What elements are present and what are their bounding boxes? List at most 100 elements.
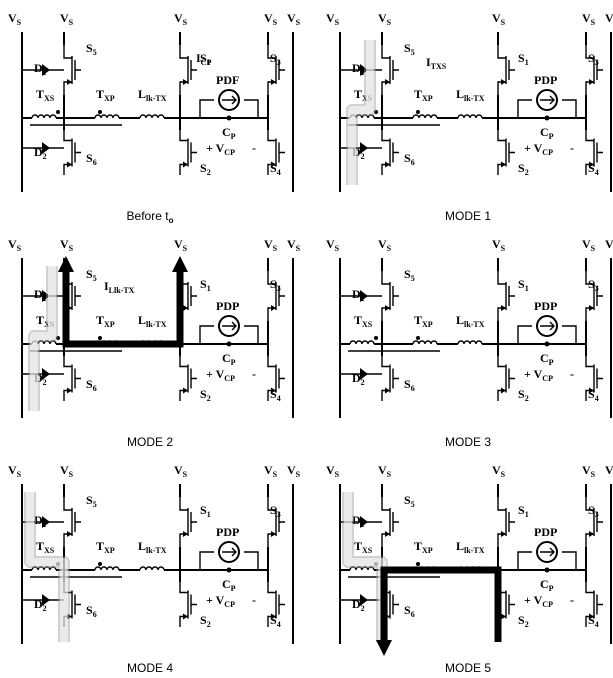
pdp-source bbox=[536, 89, 558, 111]
s3-switch-body bbox=[585, 45, 603, 95]
d1-diode bbox=[360, 516, 368, 528]
s6-switch-arrow bbox=[67, 387, 72, 394]
llk-label: Llk-TX bbox=[456, 539, 485, 555]
d1-label: D1 bbox=[34, 61, 47, 77]
txs-dot bbox=[374, 110, 378, 114]
solid-arrow-down bbox=[376, 640, 392, 656]
txp-dot bbox=[98, 110, 102, 114]
vs-s5-label: VS bbox=[378, 463, 392, 479]
s1-switch-arrow bbox=[183, 305, 188, 311]
llk-label: Llk-TX bbox=[456, 87, 485, 103]
d1-label: D1 bbox=[34, 513, 47, 529]
vs-s3-label: VS bbox=[264, 463, 278, 479]
s5-switch bbox=[381, 271, 399, 321]
txp-inductor bbox=[412, 114, 438, 119]
vcp-label: + VCP bbox=[206, 367, 235, 383]
s3-switch-body bbox=[585, 271, 603, 321]
s3-switch bbox=[585, 271, 603, 321]
s2-switch-body bbox=[179, 356, 197, 401]
vcp-label: + VCP bbox=[206, 593, 235, 609]
s2-switch-arrow bbox=[183, 613, 188, 620]
s2-switch-arrow bbox=[183, 387, 188, 394]
vs-right-label: VS bbox=[605, 463, 613, 479]
s5-switch-body bbox=[381, 497, 399, 547]
vs-left-label: VS bbox=[8, 463, 22, 479]
s2-label: S2 bbox=[518, 161, 529, 177]
s2-switch-arrow bbox=[183, 161, 188, 168]
d1-diode bbox=[42, 64, 50, 76]
txs-inductor bbox=[31, 114, 57, 119]
vcp-minus-label: - bbox=[570, 593, 574, 607]
vs-left-label: VS bbox=[8, 11, 22, 27]
d2-label: D2 bbox=[352, 597, 365, 613]
panel-caption: MODE 5 bbox=[445, 661, 491, 673]
txp-label: TXP bbox=[96, 87, 115, 103]
vs-s3-label: VS bbox=[582, 237, 596, 253]
s4-switch-body bbox=[267, 130, 285, 175]
txs-dot bbox=[56, 110, 60, 114]
s2-switch-arrow bbox=[501, 387, 506, 394]
s4-label: S4 bbox=[270, 161, 281, 177]
vs-s3-label: VS bbox=[264, 237, 278, 253]
s5-switch bbox=[63, 497, 81, 547]
txp-label: TXP bbox=[96, 539, 115, 555]
cp-label: CP bbox=[540, 577, 554, 593]
d2-label: D2 bbox=[352, 371, 365, 387]
vs-s5-label: VS bbox=[60, 237, 74, 253]
pdp-wires bbox=[199, 325, 259, 344]
s1-switch-body bbox=[497, 271, 515, 321]
s4-switch bbox=[585, 582, 603, 627]
vs-right-label: VS bbox=[287, 11, 301, 27]
s1-switch bbox=[179, 45, 197, 95]
s5-switch bbox=[63, 45, 81, 95]
pdp-wires bbox=[199, 99, 259, 118]
s5-label: S5 bbox=[86, 493, 97, 509]
s1-switch-arrow bbox=[501, 305, 506, 311]
panel-caption: MODE 2 bbox=[127, 435, 173, 449]
d1-label: D1 bbox=[352, 287, 365, 303]
s1-switch-arrow bbox=[183, 79, 188, 85]
s5-label: S5 bbox=[404, 493, 415, 509]
s1-label: S1 bbox=[200, 503, 211, 519]
s6-switch-arrow bbox=[385, 161, 390, 168]
pdp-label: PDP bbox=[534, 525, 557, 539]
s2-switch-arrow bbox=[501, 613, 506, 620]
cp-node bbox=[544, 115, 550, 121]
vs-right-label: VS bbox=[605, 11, 613, 27]
vs-s1-label: VS bbox=[492, 463, 506, 479]
s3-switch bbox=[267, 271, 285, 321]
s3-label: S3 bbox=[588, 51, 599, 67]
vs-s5-label: VS bbox=[60, 463, 74, 479]
s4-switch bbox=[267, 582, 285, 627]
llk-inductor bbox=[457, 114, 483, 119]
vs-s3-label: VS bbox=[582, 463, 596, 479]
s6-switch-body bbox=[381, 130, 399, 175]
s6-switch bbox=[381, 356, 399, 401]
vs-s3-label: VS bbox=[582, 11, 596, 27]
llk-inductor bbox=[457, 340, 483, 345]
s4-switch bbox=[267, 356, 285, 401]
d1-label: D1 bbox=[352, 513, 365, 529]
s5-label: S5 bbox=[86, 267, 97, 283]
txs-label: TXS bbox=[36, 87, 55, 103]
vs-s1-label: VS bbox=[174, 11, 188, 27]
d2-diode bbox=[360, 142, 368, 154]
panel-6: VSVSVSVSVSS5S6S1S2S3S4D1D2TXSTXPLlk-TXPD… bbox=[326, 463, 613, 675]
s1-label: S1 bbox=[518, 503, 529, 519]
pdp-source bbox=[218, 89, 240, 111]
pdp-wires bbox=[517, 551, 577, 570]
cp-label: CP bbox=[222, 125, 236, 141]
pdp-source bbox=[218, 315, 240, 337]
llk-label: Llk-TX bbox=[138, 87, 167, 103]
solid-path-2 bbox=[380, 566, 502, 644]
s2-switch bbox=[179, 582, 197, 627]
s2-label: S2 bbox=[200, 161, 211, 177]
d2-diode bbox=[42, 368, 50, 380]
s1-switch bbox=[179, 497, 197, 547]
vs-s5-label: VS bbox=[60, 11, 74, 27]
s4-switch-body bbox=[267, 356, 285, 401]
s6-label: S6 bbox=[404, 377, 415, 393]
llk-inductor bbox=[139, 566, 165, 571]
